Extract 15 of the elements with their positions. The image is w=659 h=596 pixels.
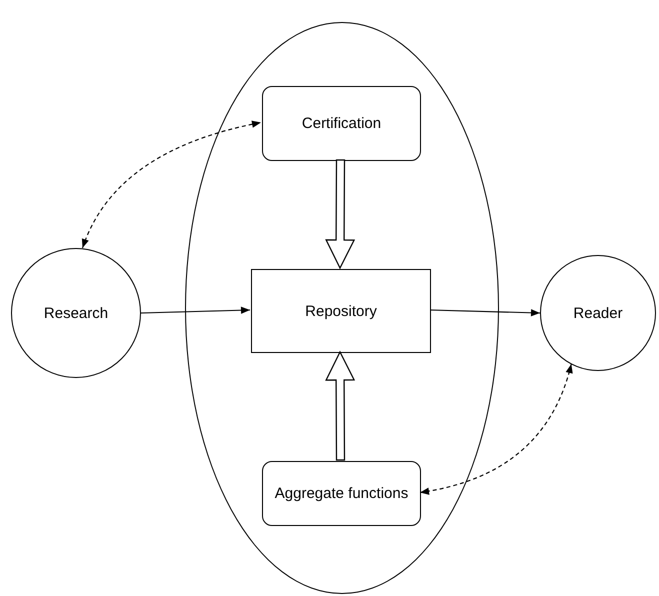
- process-box: [251, 269, 431, 353]
- node-label: Repository: [305, 302, 377, 320]
- dashed-arrow: [82, 120, 262, 248]
- rounded-box: [262, 461, 421, 526]
- node-label: Aggregate functions: [274, 485, 408, 502]
- dashed-arrow: [420, 364, 572, 494]
- ellipse-outline: [185, 22, 499, 594]
- node-label: Certification: [302, 115, 382, 132]
- arrow: [430, 309, 540, 316]
- arrow: [140, 306, 250, 314]
- node-label: Research: [44, 304, 108, 322]
- rounded-box: [262, 86, 421, 161]
- node-label: Reader: [573, 304, 623, 322]
- hollow-arrow: [325, 159, 356, 270]
- hollow-arrow: [325, 350, 356, 461]
